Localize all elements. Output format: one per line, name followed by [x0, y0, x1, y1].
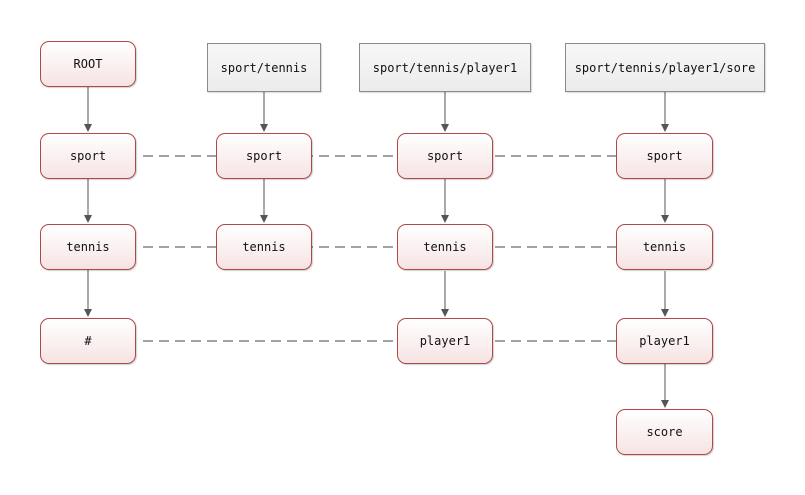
- node-c1-sport: sport: [216, 133, 312, 179]
- node-c3-score: score: [616, 409, 713, 455]
- node-c2-tennis: tennis: [397, 224, 493, 270]
- topic-box-sport-tennis-player1: sport/tennis/player1: [359, 43, 531, 92]
- node-c2-player1: player1: [397, 318, 493, 364]
- node-c3-player1: player1: [616, 318, 713, 364]
- topic-box-sport-tennis-player1-sore: sport/tennis/player1/sore: [565, 43, 765, 92]
- node-c3-sport: sport: [616, 133, 713, 179]
- node-root-wildcard: #: [40, 318, 136, 364]
- node-c1-tennis: tennis: [216, 224, 312, 270]
- topic-box-sport-tennis: sport/tennis: [207, 43, 321, 92]
- node-root-tennis: tennis: [40, 224, 136, 270]
- node-c3-tennis: tennis: [616, 224, 713, 270]
- node-c2-sport: sport: [397, 133, 493, 179]
- node-root-sport: sport: [40, 133, 136, 179]
- node-root: ROOT: [40, 41, 136, 87]
